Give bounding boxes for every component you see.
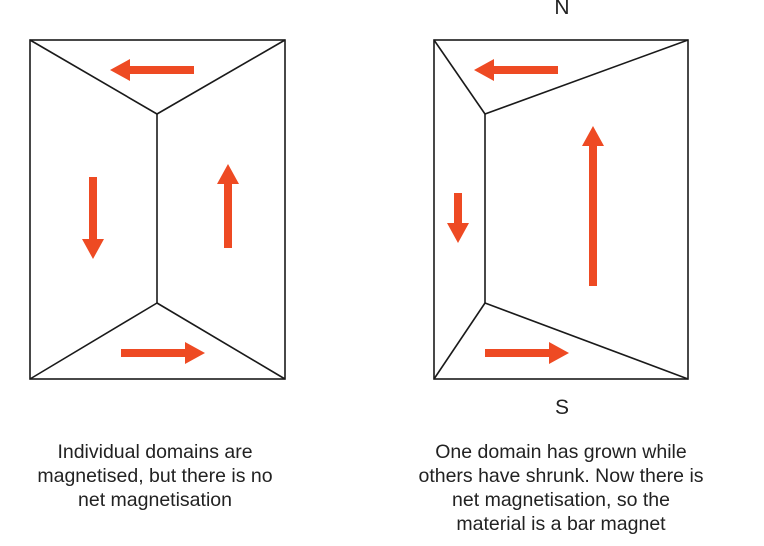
panel-unmagnetised-frame — [29, 39, 286, 380]
arrow-right-icon — [121, 342, 205, 364]
domain-wall — [156, 39, 286, 115]
caption-magnetised: One domain has grown while others have s… — [385, 440, 737, 536]
arrow-down-icon — [82, 177, 104, 259]
domain-wall — [433, 39, 486, 115]
panel-magnetised-frame — [433, 39, 689, 380]
domain-wall — [433, 302, 486, 380]
domain-wall — [484, 302, 689, 380]
south-pole-label: S — [554, 396, 569, 419]
caption-line: Individual domains are — [57, 441, 253, 463]
arrow-left-icon — [110, 59, 194, 81]
caption-line: material is a bar magnet — [456, 513, 666, 535]
domain-wall — [29, 302, 158, 380]
north-pole-label: N — [554, 0, 570, 19]
arrow-left-icon — [474, 59, 558, 81]
caption-line: net magnetisation — [78, 489, 232, 511]
arrow-down-icon — [447, 193, 469, 243]
arrow-up-icon — [217, 164, 239, 248]
panel-magnetised — [433, 39, 689, 380]
caption-unmagnetised: Individual domains are magnetised, but t… — [0, 440, 310, 512]
caption-line: magnetised, but there is no — [37, 465, 273, 487]
panel-unmagnetised — [29, 39, 286, 380]
domain-wall — [156, 302, 286, 380]
caption-line: net magnetisation, so the — [452, 489, 670, 511]
domain-wall — [29, 39, 158, 115]
arrow-right-icon — [485, 342, 569, 364]
caption-line: One domain has grown while — [435, 441, 687, 463]
domain-wall — [484, 39, 689, 115]
caption-line: others have shrunk. Now there is — [418, 465, 704, 487]
arrow-up-icon — [582, 126, 604, 286]
